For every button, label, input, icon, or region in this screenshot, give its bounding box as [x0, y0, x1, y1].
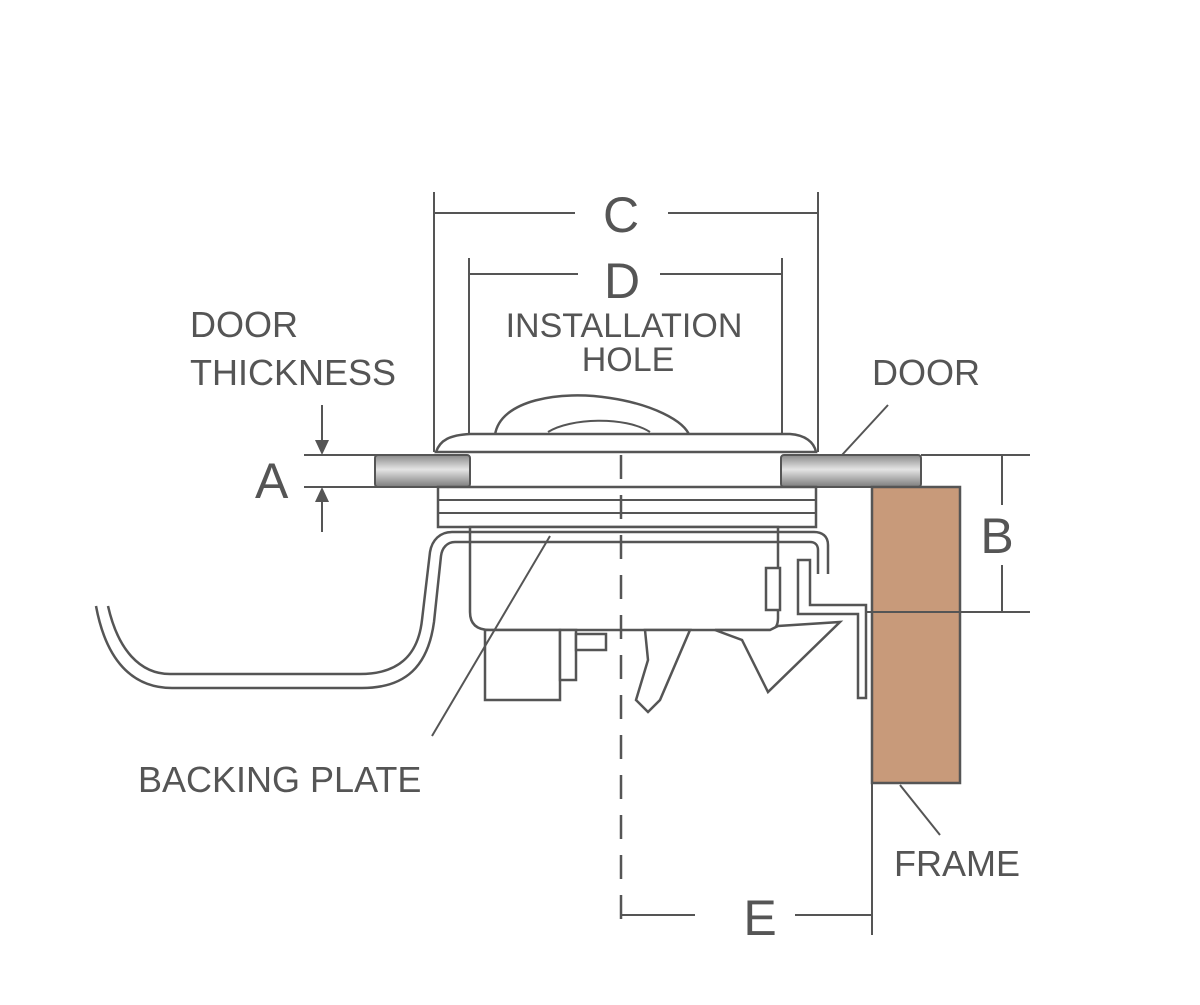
dimension-d: D	[468, 253, 783, 452]
door-thickness-label-line2: THICKNESS	[190, 352, 396, 393]
door-panel-left	[374, 454, 471, 488]
latch-pawl	[634, 628, 692, 714]
door-label: DOOR	[872, 352, 980, 393]
backing-plate-label: BACKING PLATE	[138, 759, 421, 800]
door-panel-right	[780, 454, 922, 488]
dimension-c: C	[433, 187, 819, 452]
installation-hole-label-line2: HOLE	[582, 341, 675, 379]
dim-e-label: E	[743, 890, 776, 946]
frame	[870, 485, 962, 785]
latch-handle	[493, 394, 692, 439]
backing-plate-inner-edge	[94, 540, 820, 690]
latch-flange	[434, 432, 818, 454]
dim-a-label: A	[255, 453, 289, 509]
dimension-e: E	[621, 783, 873, 946]
latch-bracket	[796, 558, 868, 700]
dimension-a: A	[255, 405, 378, 532]
latch-cam	[714, 620, 844, 695]
door-thickness-label-line1: DOOR	[190, 304, 298, 345]
dim-b-label: B	[980, 508, 1013, 564]
door-leader-line	[841, 404, 889, 456]
latch-thread-body	[436, 485, 818, 529]
backing-plate-leader-line	[431, 535, 551, 737]
frame-label: FRAME	[894, 843, 1020, 884]
dimension-b: B	[866, 454, 1030, 613]
installation-hole-label-line1: INSTALLATION	[506, 307, 743, 345]
latch-assembly	[434, 394, 868, 714]
backing-plate	[106, 530, 830, 676]
frame-leader-line	[899, 784, 941, 836]
latch-cam-block	[483, 628, 562, 702]
dim-d-label: D	[604, 253, 640, 309]
dim-c-label: C	[603, 187, 639, 243]
